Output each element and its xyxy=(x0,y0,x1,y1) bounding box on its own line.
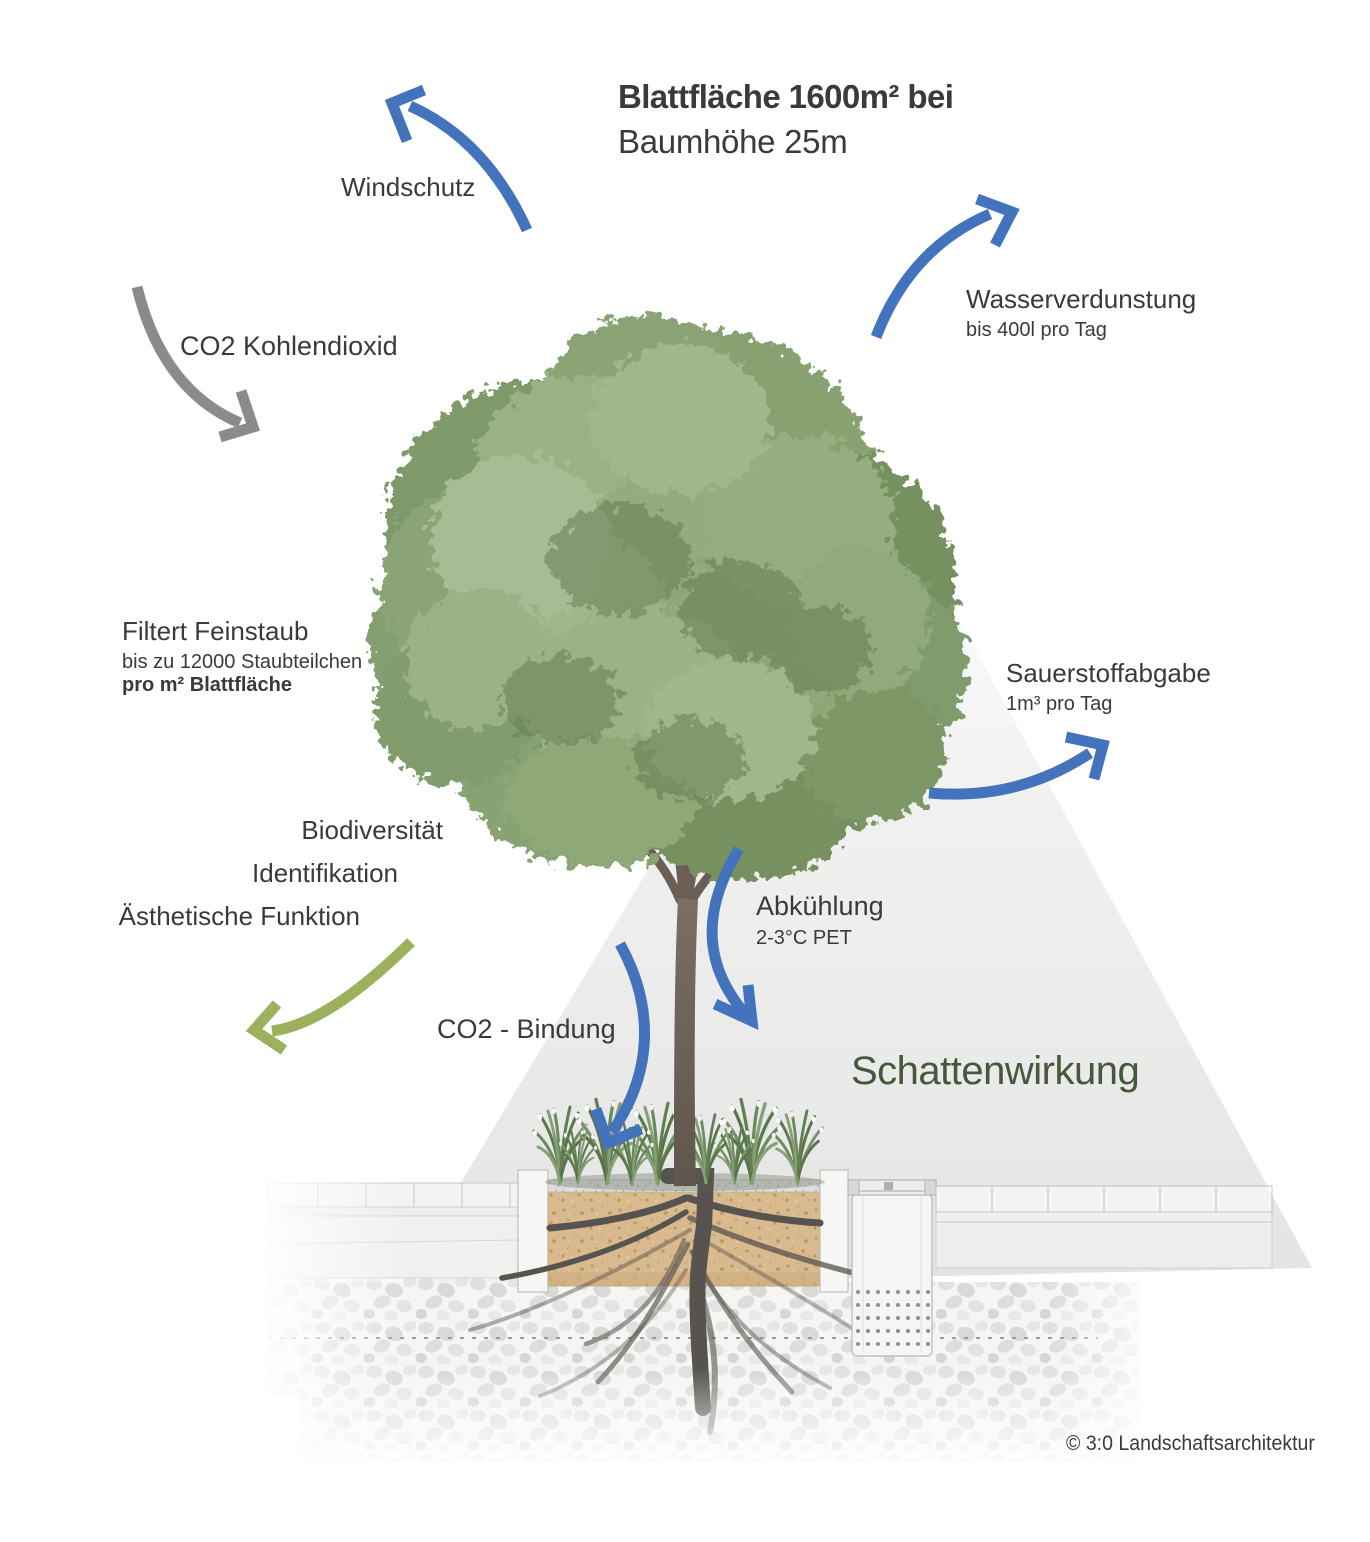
title-line2: Baumhöhe 25m xyxy=(618,123,848,160)
filtert-feinstaub-sub1: bis zu 12000 Staubteilchen xyxy=(122,650,363,673)
right-pavement xyxy=(935,1185,1273,1269)
label-windschutz: Windschutz xyxy=(341,172,476,202)
ground-right-fade xyxy=(1050,1272,1170,1472)
arrows xyxy=(131,84,1110,1151)
title-line1: Blattfläche 1600m² bei xyxy=(618,78,954,115)
title: Blattfläche 1600m² bei Baumhöhe 25m xyxy=(618,74,954,164)
filtert-feinstaub-title: Filtert Feinstaub xyxy=(122,616,309,646)
co2-kohlendioxid-arrow-icon xyxy=(131,285,261,443)
label-co2-kohlendioxid: CO2 Kohlendioxid xyxy=(180,331,398,361)
credit: © 3:0 Landschaftsarchitektur xyxy=(1066,1432,1315,1455)
label-biodiversitaet: Biodiversität xyxy=(301,815,443,845)
abkuehlung-sub: 2-3°C PET xyxy=(756,926,852,949)
planter-wall-right xyxy=(819,1169,849,1293)
label-schattenwirkung: Schattenwirkung xyxy=(851,1049,1140,1093)
windschutz-arrow-icon xyxy=(384,84,533,233)
wasserverdunstung-sub: bis 400l pro Tag xyxy=(966,318,1107,341)
wasserverdunstung-arrow-icon xyxy=(870,193,1020,339)
shaft-grate xyxy=(847,1179,937,1196)
shaft-perforations xyxy=(856,1290,930,1346)
sauerstoffabgabe-title: Sauerstoffabgabe xyxy=(1006,658,1211,688)
infiltration-shaft xyxy=(847,1179,937,1357)
wasserverdunstung-title: Wasserverdunstung xyxy=(966,284,1197,314)
label-identifikation: Identifikation xyxy=(252,858,398,888)
label-filtert-feinstaub: Filtert Feinstaub bis zu 12000 Staubteil… xyxy=(122,616,362,698)
label-aesthetische-funktion: Ästhetische Funktion xyxy=(118,901,360,931)
abkuehlung-arrow-icon xyxy=(706,846,759,1031)
tree xyxy=(370,315,967,1186)
sauerstoffabgabe-sub: 1m³ pro Tag xyxy=(1006,692,1113,715)
tree-foliage xyxy=(370,315,967,880)
shadow-cone xyxy=(398,478,1312,1288)
label-co2-bindung: CO2 - Bindung xyxy=(437,1014,616,1044)
tree-trunk xyxy=(674,898,698,1186)
label-wasserverdunstung: Wasserverdunstung bis 400l pro Tag xyxy=(966,284,1196,342)
label-sauerstoffabgabe: Sauerstoffabgabe 1m³ pro Tag xyxy=(1006,658,1211,716)
co2-bindung-arrow-icon xyxy=(590,941,650,1151)
abkuehlung-title: Abkühlung xyxy=(756,891,884,921)
sauerstoffabgabe-arrow-icon xyxy=(928,731,1110,800)
filtert-feinstaub-sub2: pro m² Blattfläche xyxy=(122,674,293,697)
tree-pit-planter xyxy=(517,1169,849,1293)
aesthetik-arrow-icon xyxy=(245,938,415,1055)
label-abkuehlung: Abkühlung 2-3°C PET xyxy=(756,891,884,950)
